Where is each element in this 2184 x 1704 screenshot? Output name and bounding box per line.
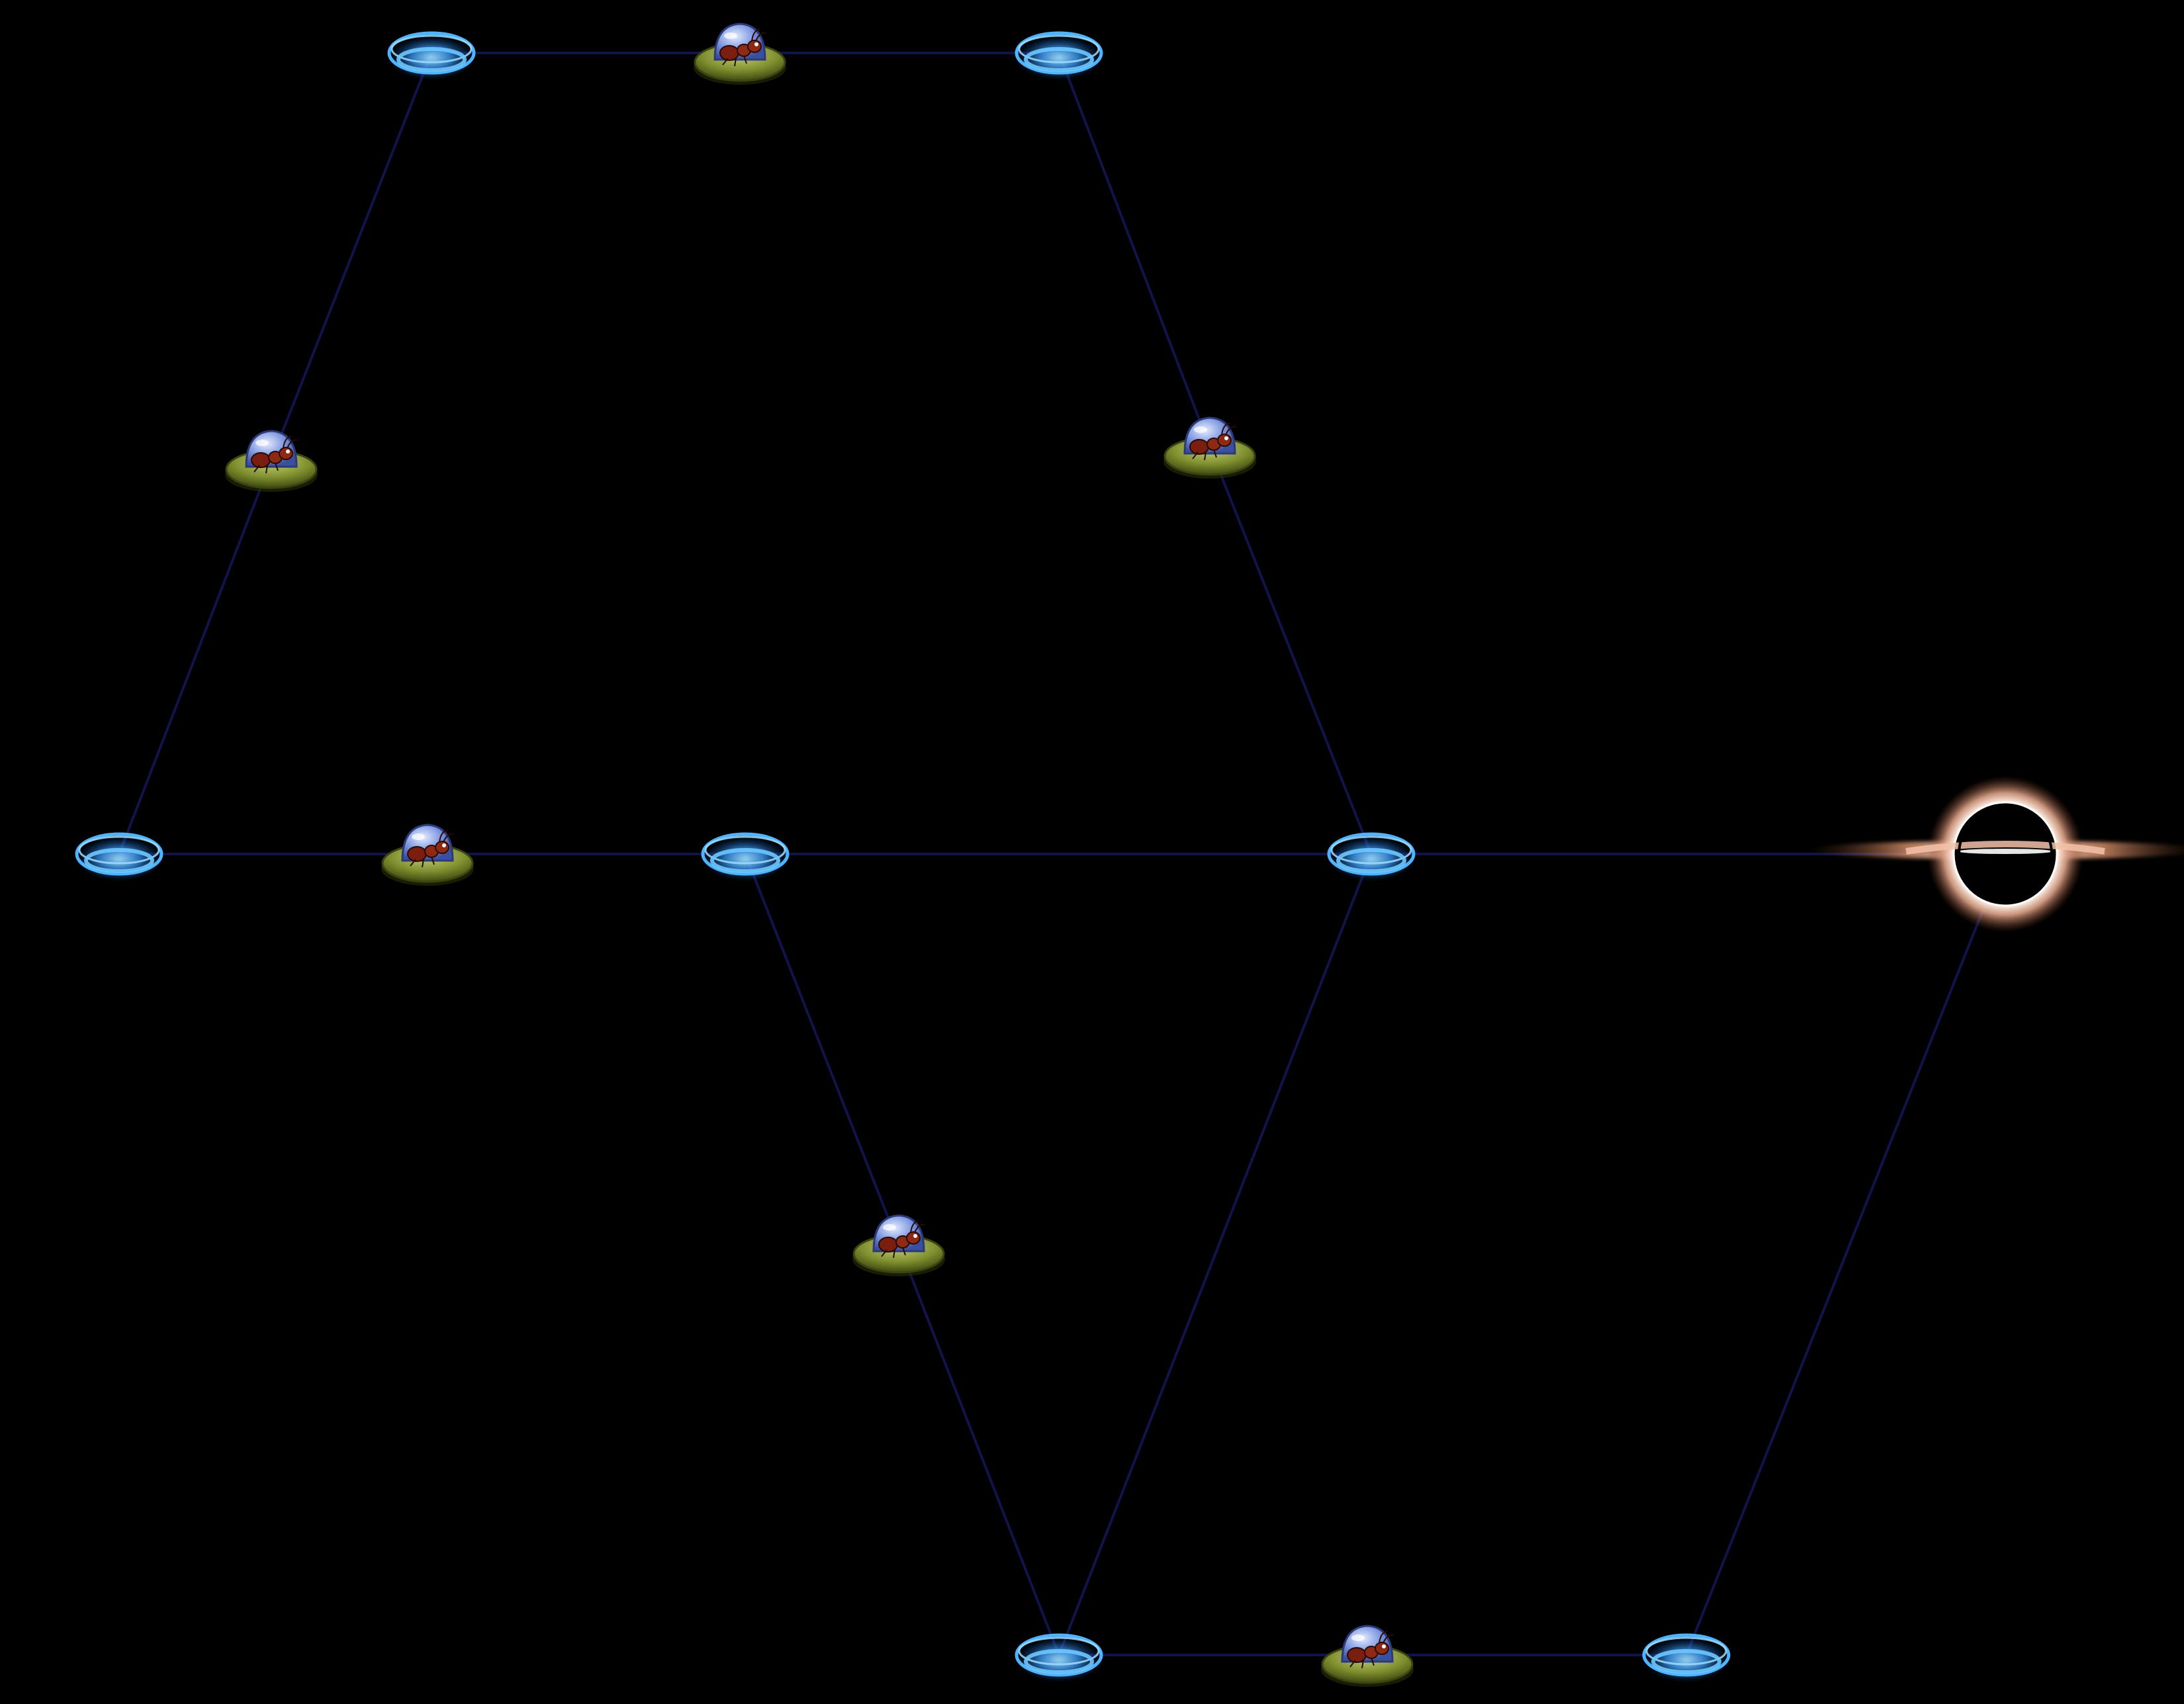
ant-ufo-icon[interactable]: [381, 824, 474, 886]
connection-line: [1058, 52, 1211, 448]
ant-ufo-icon[interactable]: [1163, 416, 1256, 479]
black-hole-icon[interactable]: [1807, 776, 2184, 932]
ant-ufo-icon[interactable]: [225, 430, 318, 492]
connection-line: [1685, 853, 2007, 1656]
portal-ring-icon[interactable]: [387, 31, 476, 78]
portal-ring-icon[interactable]: [701, 832, 790, 879]
ant-ufo-icon[interactable]: [694, 23, 786, 85]
portal-ring-icon[interactable]: [1015, 1633, 1103, 1680]
connection-line: [270, 52, 433, 461]
connection-line: [118, 459, 273, 855]
connection-line: [897, 1244, 1060, 1656]
connection-lines: [118, 52, 2007, 1656]
connection-line: [1208, 446, 1373, 855]
portal-ring-icon[interactable]: [75, 832, 163, 879]
portal-ring-icon[interactable]: [1015, 31, 1103, 78]
map-nodes: [75, 23, 2184, 1687]
connection-line: [744, 853, 900, 1245]
portal-ring-icon[interactable]: [1327, 832, 1416, 879]
ant-ufo-icon[interactable]: [852, 1214, 945, 1276]
portal-ring-icon[interactable]: [1642, 1633, 1731, 1680]
connection-line: [1058, 853, 1373, 1656]
ant-ufo-icon[interactable]: [1321, 1625, 1414, 1687]
